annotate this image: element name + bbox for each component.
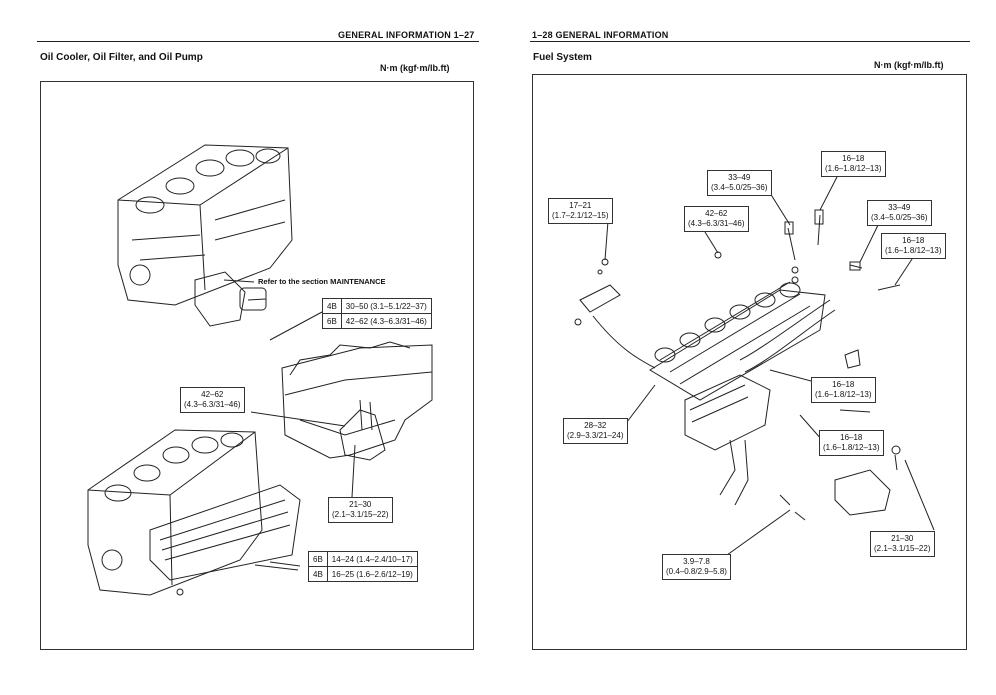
torque-label-eyebolt: 33–49 (3.4–5.0/25–36) <box>867 200 932 226</box>
left-page-header: GENERAL INFORMATION 1–27 <box>338 30 475 40</box>
filter-torque-table: 4B 30–50 (3.1–5.1/22–37) 6B 42–62 (4.3–6… <box>322 298 432 329</box>
torque-conversion: (1.6–1.8/12–13) <box>885 246 942 255</box>
torque-label-pump: 21–30 (2.1–3.1/15–22) <box>328 497 393 523</box>
torque-value: 28–32 <box>584 421 607 430</box>
left-unit-label: N·m (kgf·m/lb.ft) <box>380 63 450 73</box>
value-cell: 42–62 (4.3–6.3/31–46) <box>340 313 432 329</box>
left-header-rule <box>37 41 479 42</box>
torque-label-injection-pipe: 28–32 (2.9–3.3/21–24) <box>563 418 628 444</box>
torque-conversion: (3.4–5.0/25–36) <box>711 183 768 192</box>
torque-value: 16–18 <box>842 154 865 163</box>
torque-label-mid-fitting: 16–18 (1.6–1.8/12–13) <box>811 377 876 403</box>
torque-conversion: (0.4–0.8/2.9–5.8) <box>666 567 727 576</box>
torque-conversion: (1.6–1.8/12–13) <box>823 443 880 452</box>
torque-label-top-fitting: 16–18 (1.6–1.8/12–13) <box>821 151 886 177</box>
torque-conversion: (2.9–3.3/21–24) <box>567 431 624 440</box>
table-row: 4B 16–25 (1.6–2.6/12–19) <box>308 566 418 582</box>
torque-value: 21–30 <box>891 534 914 543</box>
torque-conversion: (2.1–3.1/15–22) <box>874 544 931 553</box>
torque-value: 17–21 <box>569 201 592 210</box>
torque-label-lower-fitting: 16–18 (1.6–1.8/12–13) <box>819 430 884 456</box>
torque-value: 3.9–7.8 <box>683 557 710 566</box>
torque-label-injector: 17–21 (1.7–2.1/12–15) <box>548 198 613 224</box>
right-section-title: Fuel System <box>533 52 592 63</box>
torque-conversion: (3.4–5.0/25–36) <box>871 213 928 222</box>
torque-value: 42–62 <box>705 209 728 218</box>
torque-value: 16–18 <box>902 236 925 245</box>
value-cell: 16–25 (1.6–2.6/12–19) <box>326 566 418 582</box>
torque-label-pipe-nut: 42–62 (4.3–6.3/31–46) <box>684 206 749 232</box>
right-header-rule <box>530 41 970 42</box>
torque-value: 16–18 <box>840 433 863 442</box>
cooler-torque-table: 6B 14–24 (1.4–2.4/10–17) 4B 16–25 (1.6–2… <box>308 551 418 582</box>
torque-conversion: (1.6–1.8/12–13) <box>825 164 882 173</box>
torque-conversion: (1.7–2.1/12–15) <box>552 211 609 220</box>
torque-label-filter-bracket: 21–30 (2.1–3.1/15–22) <box>870 531 935 557</box>
torque-label-clamp: 3.9–7.8 (0.4–0.8/2.9–5.8) <box>662 554 731 580</box>
table-row: 6B 14–24 (1.4–2.4/10–17) <box>308 551 418 567</box>
left-section-title: Oil Cooler, Oil Filter, and Oil Pump <box>40 52 203 63</box>
torque-label-oilpan: 42–62 (4.3–6.3/31–46) <box>180 387 245 413</box>
torque-conversion: (1.6–1.8/12–13) <box>815 390 872 399</box>
torque-value: 21–30 <box>349 500 372 509</box>
torque-conversion: (4.3–6.3/31–46) <box>184 400 241 409</box>
maintenance-note: Refer to the section MAINTENANCE <box>258 277 386 286</box>
torque-conversion: (2.1–3.1/15–22) <box>332 510 389 519</box>
torque-value: 33–49 <box>888 203 911 212</box>
table-row: 6B 42–62 (4.3–6.3/31–46) <box>322 313 432 329</box>
torque-value: 16–18 <box>832 380 855 389</box>
right-page-header: 1–28 GENERAL INFORMATION <box>532 30 669 40</box>
torque-label-return-line: 16–18 (1.6–1.8/12–13) <box>881 233 946 259</box>
torque-conversion: (4.3–6.3/31–46) <box>688 219 745 228</box>
right-unit-label: N·m (kgf·m/lb.ft) <box>874 60 944 70</box>
torque-label-upper-fitting: 33–49 (3.4–5.0/25–36) <box>707 170 772 196</box>
torque-value: 42–62 <box>201 390 224 399</box>
torque-value: 33–49 <box>728 173 751 182</box>
